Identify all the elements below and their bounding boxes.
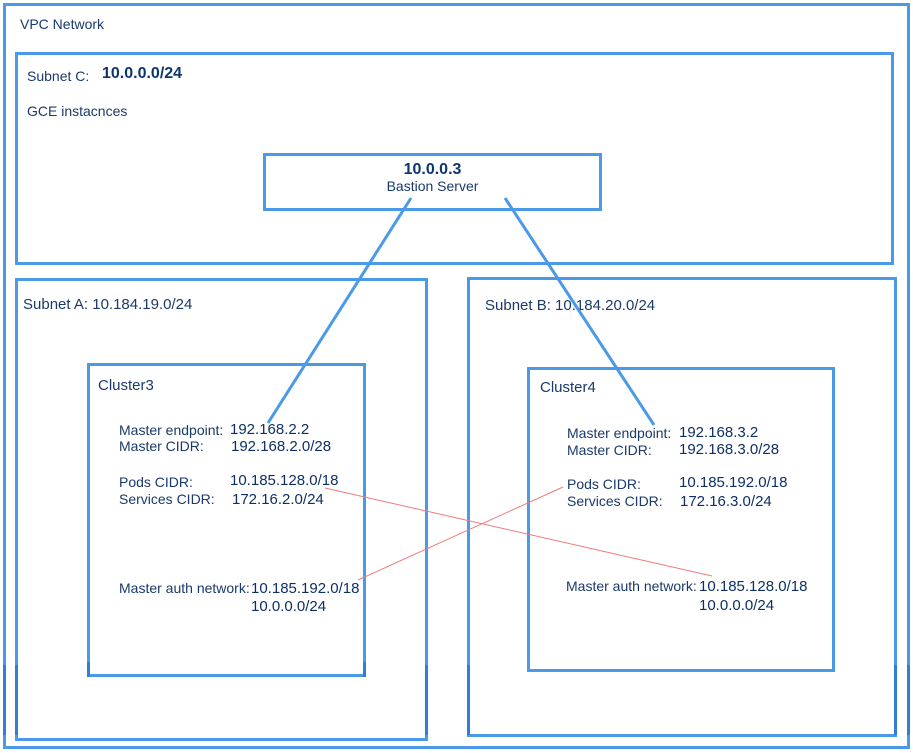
cluster3-name: Cluster3 [98, 377, 154, 394]
edge-tick [363, 662, 366, 677]
edge-tick [3, 665, 6, 735]
cluster4-auth-network-label: Master auth network: [566, 578, 697, 594]
edge-tick [87, 662, 90, 677]
edge-tick [894, 665, 897, 735]
cluster4-services-cidr-label: Services CIDR: [567, 493, 663, 509]
subnet-a-box [15, 278, 428, 741]
cluster4-auth-network-2: 10.0.0.0/24 [699, 597, 775, 614]
cluster3-pods-cidr-label: Pods CIDR: [119, 474, 193, 490]
cluster3-services-cidr-label: Services CIDR: [119, 491, 215, 507]
bastion-server-label: Bastion Server [386, 178, 479, 194]
cluster3-auth-network-2: 10.0.0.0/24 [251, 598, 327, 615]
cluster4-services-cidr: 172.16.3.0/24 [680, 493, 772, 510]
cluster3-box [87, 363, 366, 677]
edge-tick [15, 665, 18, 735]
cluster4-master-cidr: 192.168.3.0/28 [679, 441, 780, 458]
cluster4-pods-cidr-label: Pods CIDR: [567, 476, 641, 492]
cluster4-master-endpoint: 192.168.3.2 [679, 424, 759, 441]
vpc-network-label: VPC Network [20, 16, 105, 32]
bastion-to-cluster4-link [503, 197, 656, 426]
subnet-c-box [15, 52, 894, 265]
cluster3-master-cidr-label: Master CIDR: [119, 438, 204, 454]
cluster3-pods-cidr: 10.185.128.0/18 [230, 472, 339, 489]
cluster4-pods-to-cluster3-auth-link [357, 486, 564, 581]
cluster3-master-cidr: 192.168.2.0/28 [231, 438, 332, 455]
subnet-c-cidr: 10.0.0.0/24 [102, 65, 183, 82]
cluster3-master-endpoint: 192.168.2.2 [230, 421, 310, 438]
bastion-server-box [263, 153, 602, 211]
edge-tick [907, 665, 910, 735]
subnet-b-label: Subnet B: 10.184.20.0/24 [485, 297, 656, 314]
bastion-to-cluster3-link [266, 197, 413, 424]
subnet-c-label: Subnet C: [27, 68, 90, 84]
cluster4-pods-cidr: 10.185.192.0/18 [679, 474, 788, 491]
cluster4-name: Cluster4 [540, 379, 596, 396]
cluster4-box [527, 367, 835, 672]
cluster4-master-endpoint-label: Master endpoint: [567, 425, 672, 441]
vpc-network-box [3, 3, 910, 749]
subnet-a-label: Subnet A: 10.184.19.0/24 [23, 296, 193, 313]
cluster3-auth-network-label: Master auth network: [119, 580, 250, 596]
cluster4-master-cidr-label: Master CIDR: [567, 442, 652, 458]
edge-tick [425, 665, 428, 735]
cluster3-services-cidr: 172.16.2.0/24 [232, 491, 324, 508]
cluster3-pods-to-cluster4-auth-link [324, 487, 713, 577]
bastion-server-ip: 10.0.0.3 [403, 161, 462, 178]
subnet-c-note: GCE instacnces [27, 103, 128, 119]
cluster3-auth-network-1: 10.185.192.0/18 [251, 580, 360, 597]
cluster3-master-endpoint-label: Master endpoint: [119, 422, 224, 438]
edge-tick [467, 665, 470, 735]
subnet-b-box [467, 277, 897, 737]
cluster4-auth-network-1: 10.185.128.0/18 [699, 578, 808, 595]
